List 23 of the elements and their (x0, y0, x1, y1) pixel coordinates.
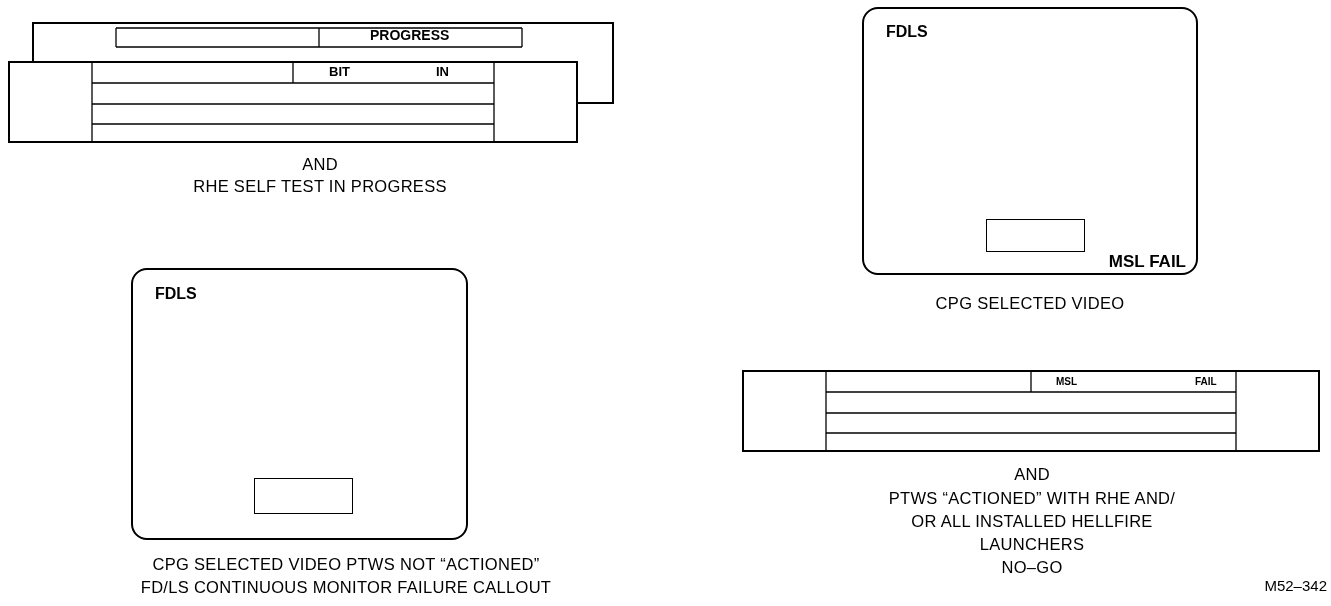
caption-text: NO–GO (1001, 557, 1063, 578)
display-text: FAIL (1195, 376, 1217, 387)
caption-text: PTWS “ACTIONED” WITH RHE AND/ OR ALL INSTALLED HELLFIRE LAUNCHERS (887, 488, 1177, 555)
display-text: BIT (329, 65, 350, 80)
display-text: FDLS (886, 23, 928, 41)
display-text: PROGRESS (370, 28, 450, 44)
empty-window (986, 219, 1085, 252)
display-text: MSL (1056, 376, 1078, 387)
figure-number: M52–342 (1264, 578, 1327, 595)
display-panel (742, 370, 1320, 452)
caption-text: RHE SELF TEST IN PROGRESS (193, 176, 447, 197)
display-panel (8, 61, 578, 143)
caption-text: CPG SELECTED VIDEO PTWS NOT “ACTIONED” FD/LS CONTINUOUS MONITOR FAILURE CALLOUT (139, 554, 553, 598)
display-text: FDLS (155, 285, 197, 303)
display-text: MSL FAIL (1108, 253, 1186, 272)
caption-text: AND (302, 154, 338, 175)
video-screen (131, 268, 468, 540)
caption-text: CPG SELECTED VIDEO (935, 293, 1125, 314)
empty-window (254, 478, 353, 514)
video-screen (862, 7, 1198, 275)
display-panel (32, 22, 614, 61)
caption-text: AND (1014, 464, 1050, 485)
display-text: IN (436, 65, 449, 80)
